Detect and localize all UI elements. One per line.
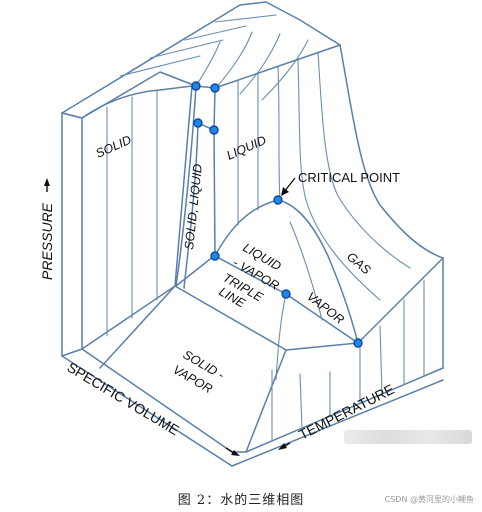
label-gas: GAS [344,250,374,278]
figure-caption: 图 2：水的三维相图 [177,493,305,508]
liquid-gas-surface [214,44,444,369]
pressure-arrow-icon [44,178,50,186]
triple-point-liquid [210,251,220,261]
label-critical-point: CRITICAL POINT [298,170,400,185]
point-mid-left [193,118,203,128]
triple-point-vapor [281,289,291,299]
temperature-arrow-icon [278,443,287,450]
axis-pressure: PRESSURE [39,178,55,280]
critical-point-pointer [281,177,296,196]
axis-label-specific-volume: SPECIFIC VOLUME [64,359,182,438]
volume-arrow-icon [231,450,240,456]
vapor-dome [214,199,359,381]
point-mid-right [209,125,219,135]
label-solid-liquid: SOLID, LIQUID [182,163,205,250]
axis-label-pressure: PRESSURE [39,202,55,280]
top-surface [81,1,341,119]
floor-surface [61,257,444,467]
blurred-watermark [344,430,472,444]
point-top-right [210,83,220,93]
point-top-left [191,81,201,91]
label-solid: SOLID [94,133,134,161]
label-liquid: LIQUID [225,133,269,163]
critical-point [273,195,283,205]
point-vapor-edge [353,338,363,348]
phase-points [191,81,363,348]
csdn-watermark: CSDN @黄河里的小鲤鱼 [384,495,474,504]
